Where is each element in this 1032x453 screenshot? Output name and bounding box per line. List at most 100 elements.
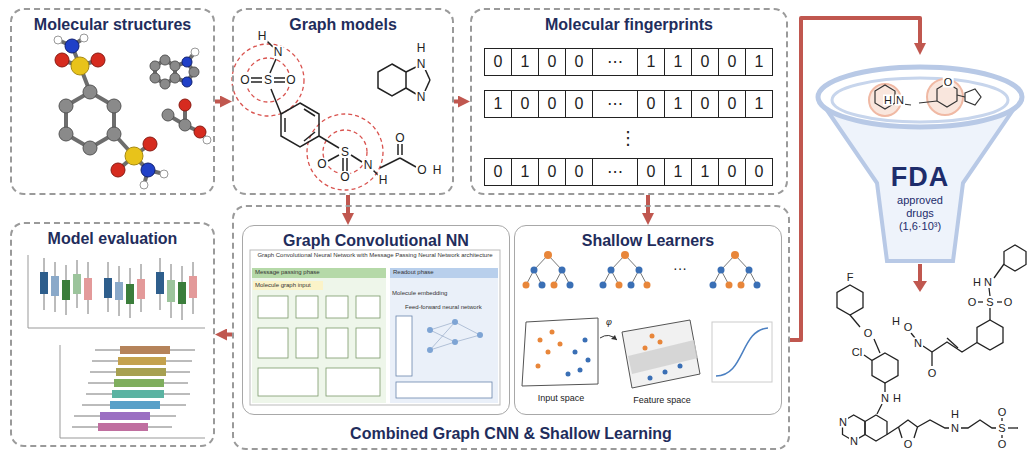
atom-label: O [316, 158, 327, 170]
atom-label: S [263, 74, 273, 86]
bit-cell: 0 [745, 158, 773, 186]
bit-cell: 1 [637, 48, 665, 76]
gcn-architecture [250, 250, 500, 405]
atom-label: H [891, 316, 901, 327]
atom-label: S [340, 146, 350, 158]
atom-label: Cl [851, 347, 863, 358]
bit-cell: 1 [745, 48, 773, 76]
atom-label: O [416, 164, 427, 176]
atom-label: N [895, 95, 905, 106]
atom-label: H [883, 95, 893, 106]
panel-box: Combined Graph CNN & Shallow Learning Gra… [232, 205, 790, 450]
atom-label: N [913, 338, 923, 349]
atom-label: O [903, 439, 914, 450]
ball-stick-model [54, 34, 211, 189]
bit-cell: 0 [538, 158, 566, 186]
bit-cell: 1 [745, 90, 773, 118]
bit-cell: 0 [637, 90, 665, 118]
atom-label: H [950, 409, 960, 420]
atom-label: N [273, 46, 284, 58]
atom-label: H [892, 393, 902, 404]
atom-label: N [363, 159, 374, 171]
bit-cell: 0 [565, 158, 593, 186]
atom-label: O [339, 171, 350, 183]
axis-caption: Feature space [633, 395, 691, 405]
atom-label: S [985, 297, 994, 308]
flow-arrow [646, 195, 650, 213]
bit-cell: ⋯ [592, 90, 638, 118]
bit-cell: 0 [538, 90, 566, 118]
panel-heading: Molecular structures [34, 16, 191, 34]
axis-caption: Input space [538, 393, 585, 403]
atom-label: N [838, 417, 848, 428]
panel-box: Molecular structures [10, 8, 215, 195]
atom-label: N [416, 58, 427, 70]
atom-label: H [416, 42, 427, 54]
bit-cell: 0 [511, 90, 539, 118]
panel-heading: Graph models [289, 16, 397, 34]
flow-arrow [454, 100, 458, 104]
bit-cell: 0 [718, 48, 746, 76]
atom-label: S [997, 423, 1006, 434]
atom-label: N [416, 91, 427, 103]
atom-label: O [394, 132, 405, 144]
flow-arrow [346, 195, 350, 213]
bit-cell: 0 [538, 48, 566, 76]
flow-arrow [215, 100, 220, 104]
figure-caption: Readout phase [393, 269, 434, 276]
atom-label: H [378, 174, 389, 186]
atom-label: F [846, 272, 855, 283]
funnel-shape: FDA approved drugs (1,6·10³) [815, 55, 1025, 263]
panel-heading: Shallow Learners [582, 232, 715, 250]
atom-label: N [849, 436, 859, 447]
bit-cell: 0 [565, 90, 593, 118]
bit-cell: 1 [691, 158, 719, 186]
atom-label: O [943, 77, 954, 88]
atom-label: N [983, 277, 993, 288]
figure-caption: Message passing phase [255, 269, 320, 276]
output-arrow [913, 264, 927, 292]
atom-label: H [432, 164, 443, 176]
map-symbol: φ [606, 317, 612, 327]
bit-cell: ⋯ [592, 158, 638, 186]
atom-label: O [285, 74, 296, 86]
panel-heading: Model evaluation [48, 230, 178, 248]
figure-caption: Molecule graph input [255, 282, 311, 289]
bit-cell: 1 [484, 90, 512, 118]
logo-text: FDA [815, 163, 1025, 191]
figure-caption: Feed-forward neural network [405, 304, 482, 311]
bit-cell: 1 [511, 48, 539, 76]
atom-label: O [997, 407, 1008, 418]
graph-model [232, 41, 430, 190]
atom-label: N [950, 423, 960, 434]
bit-cell: 0 [484, 158, 512, 186]
atom-label: O [997, 439, 1008, 450]
panel-heading: Molecular fingerprints [545, 16, 713, 34]
panel-heading: Graph Convolutional NN [283, 232, 469, 250]
panel-heading: Combined Graph CNN & Shallow Learning [350, 425, 672, 443]
bit-cell: 1 [664, 158, 692, 186]
atom-label: O [927, 368, 938, 379]
bit-cell: 0 [691, 90, 719, 118]
bit-cell: 0 [565, 48, 593, 76]
bit-cell: 0 [718, 158, 746, 186]
funnel-caption: approved drugs (1,6·10³) [888, 194, 952, 233]
atom-label: H [257, 30, 268, 42]
figure-caption: Molecule embedding [392, 290, 447, 297]
bit-cell: 1 [511, 158, 539, 186]
atom-label: O [863, 328, 874, 339]
ellipsis: ··· [673, 261, 687, 275]
bit-cell: 0 [691, 48, 719, 76]
bit-cell: 1 [664, 90, 692, 118]
ellipsis: ⋮ [619, 129, 637, 147]
atom-label: O [967, 297, 978, 308]
atom-label: N [880, 393, 890, 404]
figure-caption: Graph Convolutional Neural Network with … [252, 252, 498, 259]
atom-label: O [1003, 297, 1014, 308]
bit-cell: 0 [484, 48, 512, 76]
atom-label: O [239, 74, 250, 86]
atom-label: O [903, 322, 914, 333]
bit-cell: 1 [664, 48, 692, 76]
shallow-learners-figure [522, 251, 772, 388]
